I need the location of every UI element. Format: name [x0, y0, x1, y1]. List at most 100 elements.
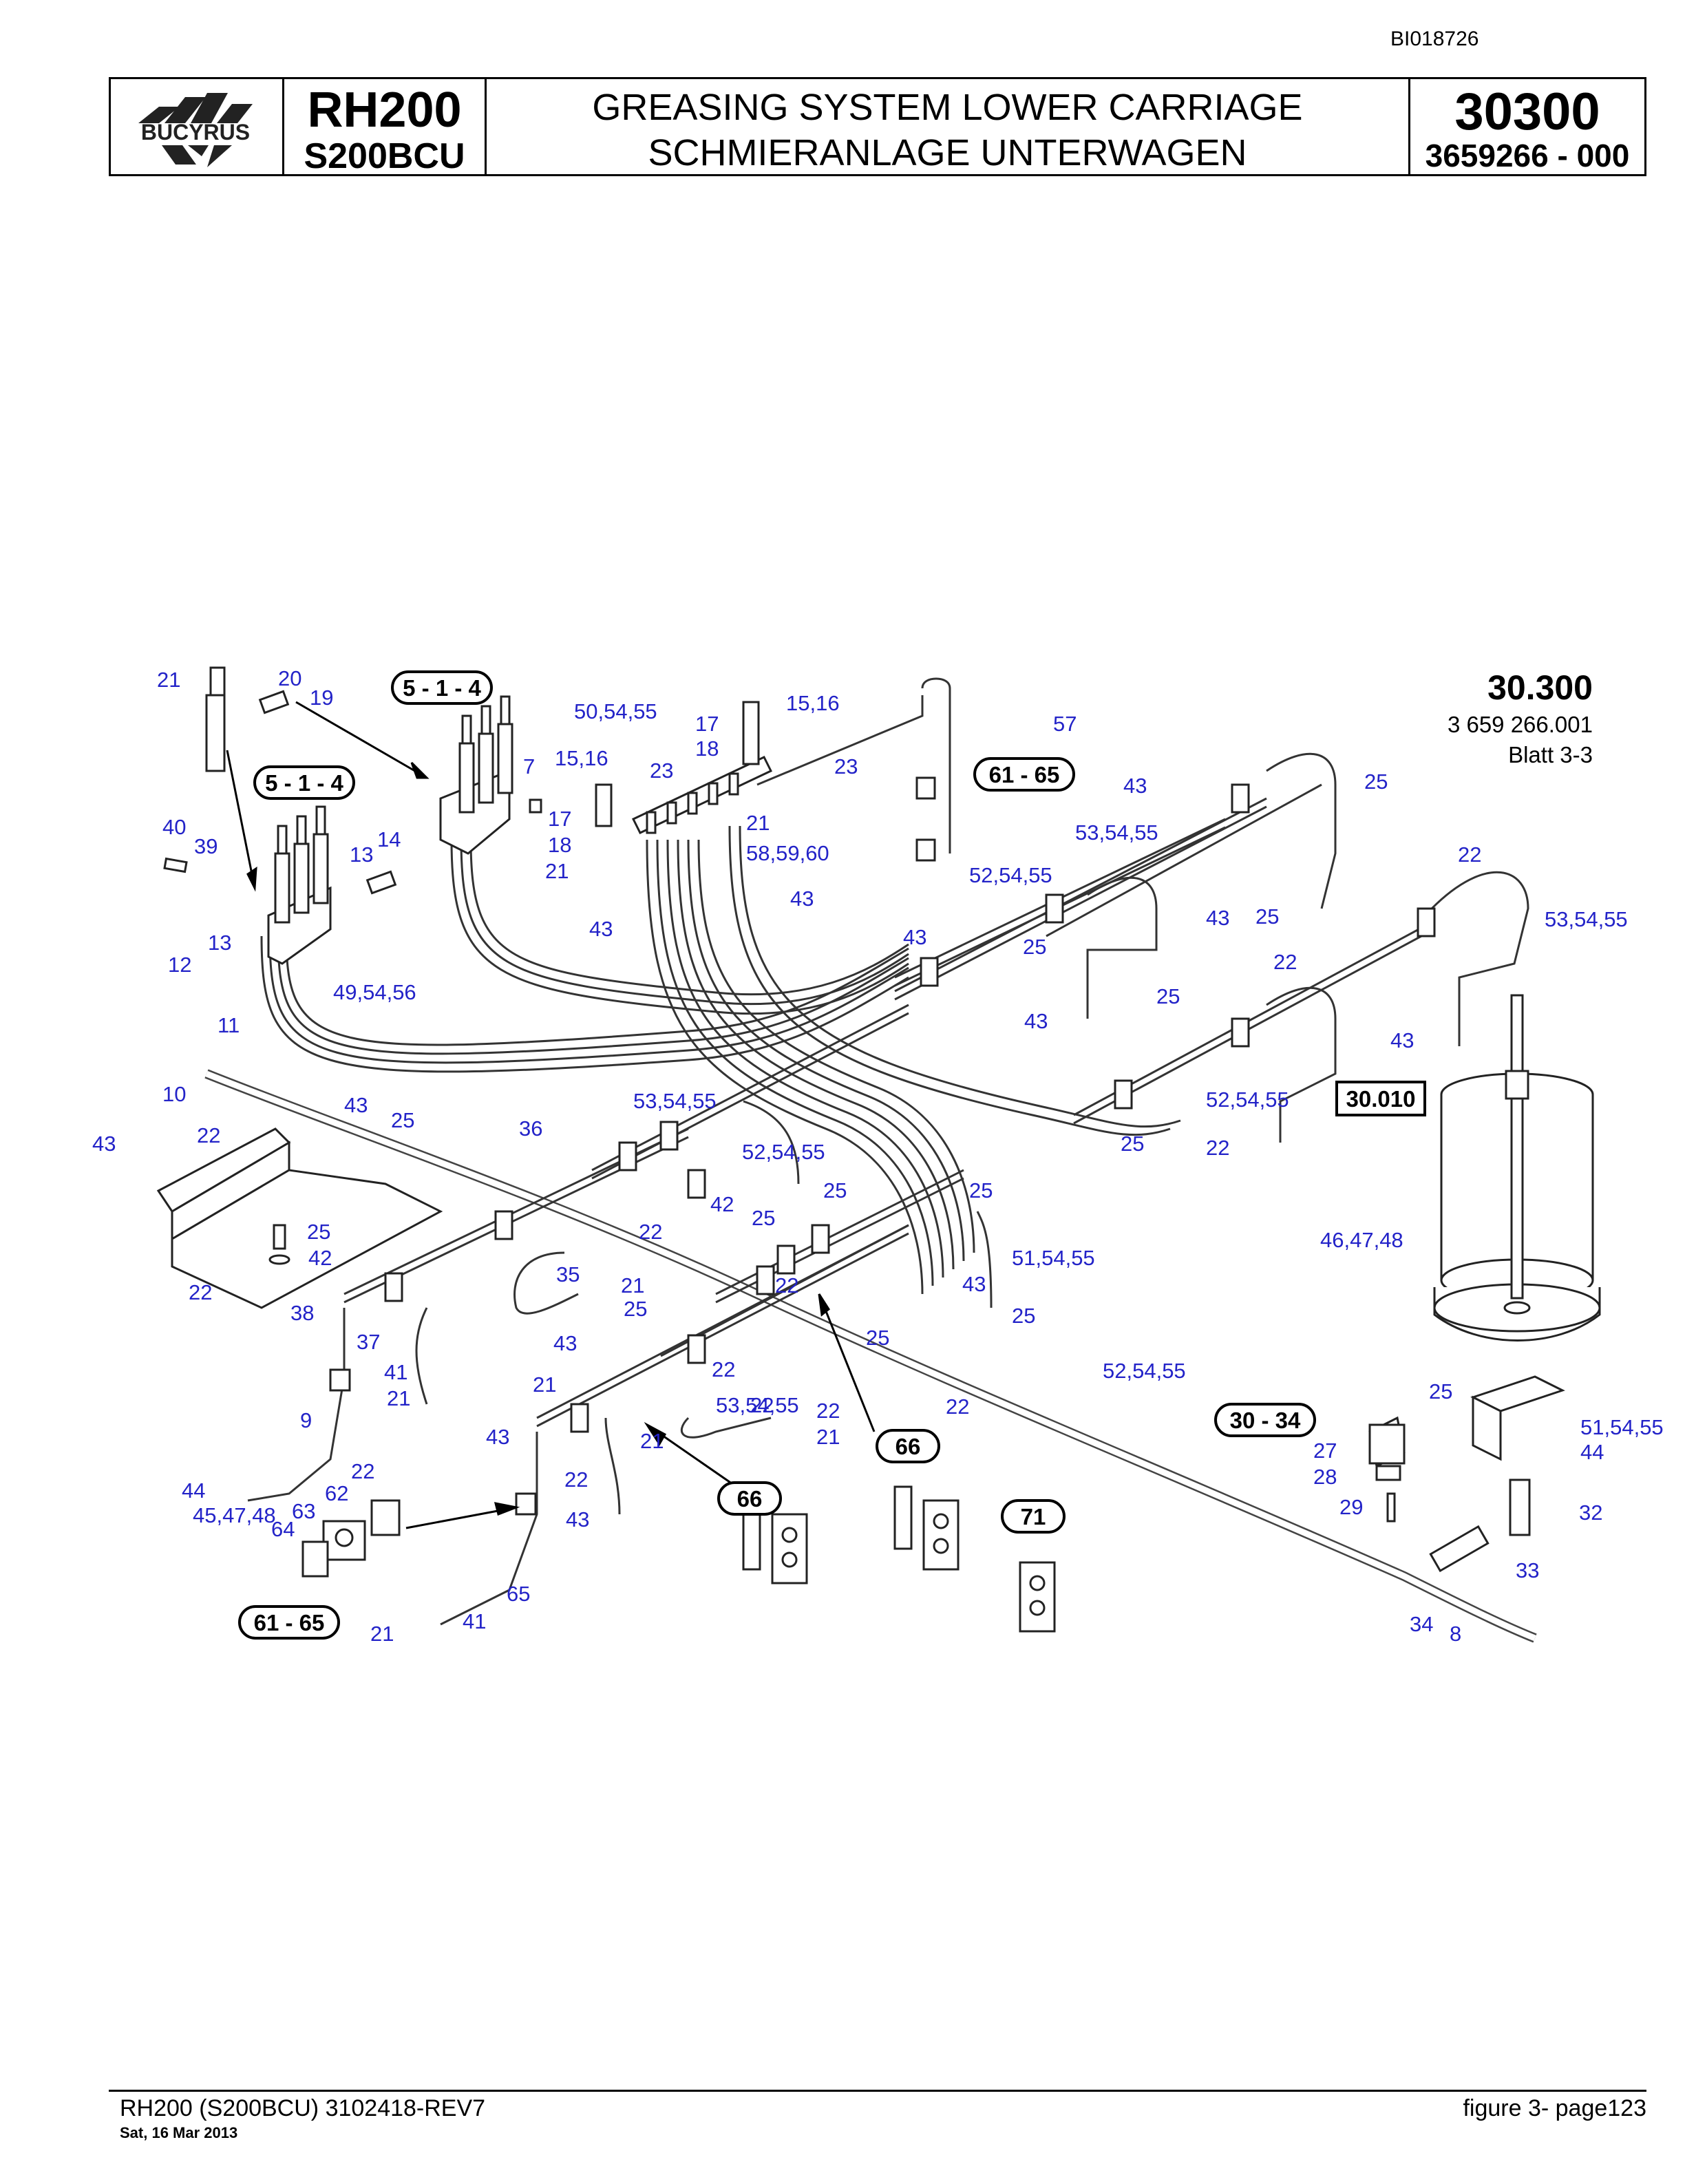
- hose-loops: [247, 752, 1529, 1626]
- pipe-clamps: [329, 776, 1436, 1516]
- part-label: 41: [463, 1609, 486, 1633]
- part-number: 3659266 - 000: [1425, 138, 1630, 173]
- part-label: 21: [621, 1273, 644, 1297]
- part-label: 25: [752, 1206, 775, 1230]
- part-label: 22: [351, 1459, 374, 1483]
- part-label: 53,54,55: [1075, 820, 1158, 845]
- part-label: 12: [168, 953, 191, 977]
- part-label: 50,54,55: [574, 699, 657, 723]
- part-label: 42: [710, 1192, 734, 1216]
- part-label: 29: [1339, 1495, 1363, 1519]
- part-label: 52,54,55: [742, 1140, 825, 1164]
- part-label: 49,54,56: [333, 980, 416, 1004]
- part-label: 63: [292, 1499, 315, 1523]
- part-label: 25: [1023, 935, 1046, 959]
- part-label: 51,54,55: [1012, 1246, 1095, 1270]
- part-label: 9: [300, 1408, 312, 1432]
- callout-5-1-4-a: 5 - 1 - 4: [403, 675, 481, 701]
- distributor-upper: [439, 695, 513, 855]
- part-label: 34: [1410, 1612, 1433, 1636]
- part-label: 52,54,55: [1206, 1088, 1289, 1112]
- part-label: 25: [823, 1178, 847, 1202]
- callout-66-b-oval: [717, 1481, 782, 1516]
- part-label: 25: [1121, 1132, 1144, 1156]
- part-label: 18: [548, 833, 571, 857]
- distributor-left: [267, 805, 332, 965]
- part-label: 28: [1313, 1465, 1337, 1489]
- part-label: 43: [486, 1425, 509, 1449]
- part-label: 18: [695, 736, 719, 761]
- clamp-blocks: [301, 1423, 1406, 1633]
- part-label: 57: [1053, 712, 1077, 736]
- part-label: 23: [834, 754, 858, 778]
- footer-date: Sat, 16 Mar 2013: [120, 2124, 238, 2141]
- part-label: 45,47,48: [193, 1503, 276, 1527]
- part-label: 36: [519, 1116, 542, 1141]
- part-label: 43: [962, 1272, 986, 1296]
- part-label: 21: [746, 811, 770, 835]
- part-label: 21: [533, 1372, 556, 1397]
- part-label: 33: [1516, 1558, 1539, 1582]
- part-label: 44: [182, 1478, 205, 1503]
- part-label: 21: [370, 1622, 394, 1646]
- part-label: 42: [308, 1246, 332, 1270]
- logo-cell: BUCYRUS: [111, 79, 284, 174]
- footer-rule: [109, 2090, 1646, 2092]
- part-label: 22: [712, 1357, 735, 1381]
- part-label: 25: [1255, 904, 1279, 929]
- footer-doc-ref: RH200 (S200BCU) 3102418-REV7: [120, 2095, 486, 2121]
- part-label: 43: [92, 1132, 116, 1156]
- part-label: 25: [624, 1297, 647, 1321]
- part-label: 43: [566, 1507, 589, 1531]
- arrows: [226, 701, 876, 1529]
- callout-66-a-oval: [876, 1429, 940, 1463]
- part-label: 52,54,55: [1103, 1359, 1186, 1383]
- part-label: 15,16: [555, 746, 608, 770]
- part-label: 8: [1450, 1622, 1461, 1646]
- distributor-center: [595, 701, 773, 834]
- part-label: 25: [969, 1178, 993, 1202]
- part-label: 7: [523, 754, 535, 778]
- part-label: 22: [1458, 842, 1481, 867]
- callout-30-34: 30 - 34: [1230, 1408, 1301, 1433]
- bucyrus-logo: BUCYRUS: [138, 93, 253, 167]
- part-label: 38: [290, 1301, 314, 1325]
- part-label: 25: [866, 1326, 889, 1350]
- fitting-exploded: [163, 666, 542, 895]
- part-label: 21: [816, 1425, 840, 1449]
- callout-61-65-b-oval: [238, 1605, 340, 1640]
- logo-text: BUCYRUS: [141, 120, 250, 145]
- part-label: 21: [545, 859, 569, 883]
- title-block: BUCYRUS RH200 S200BCU GREASING SYSTEM LO…: [109, 77, 1646, 176]
- boxed-ref: 30.010: [1346, 1086, 1416, 1112]
- callout-66-b: 66: [737, 1486, 763, 1512]
- callout-61-65-b: 61 - 65: [254, 1610, 325, 1635]
- part-label: 43: [1390, 1028, 1414, 1052]
- part-label: 37: [357, 1330, 380, 1354]
- part-label: 22: [816, 1399, 840, 1423]
- hose-bundles: [204, 825, 1537, 1643]
- part-label: 22: [1273, 950, 1297, 974]
- part-label: 43: [553, 1331, 577, 1355]
- part-label: 25: [1364, 770, 1388, 794]
- part-label: 44: [1580, 1440, 1604, 1464]
- callout-71-oval: [1001, 1499, 1066, 1534]
- part-label: 62: [325, 1481, 348, 1505]
- callout-texts: 5 - 1 - 4 5 - 1 - 4 61 - 65 61 - 65 30 -…: [254, 675, 1416, 1635]
- part-label: 58,59,60: [746, 841, 829, 865]
- group-number: 30300: [1454, 83, 1600, 141]
- ref-number: 3 659 266.001: [1448, 712, 1593, 737]
- part-label: 13: [208, 931, 231, 955]
- part-label: 53,54,55: [633, 1089, 717, 1113]
- part-label: 64: [271, 1517, 295, 1541]
- part-label: 19: [310, 686, 333, 710]
- part-label: 43: [589, 917, 613, 941]
- part-label: 22: [750, 1393, 774, 1417]
- number-cell: 30300 3659266 - 000: [1410, 79, 1644, 174]
- part-label: 20: [278, 666, 301, 690]
- part-label: 10: [162, 1082, 186, 1106]
- part-label: 43: [344, 1093, 368, 1117]
- part-label: 51,54,55: [1580, 1415, 1664, 1439]
